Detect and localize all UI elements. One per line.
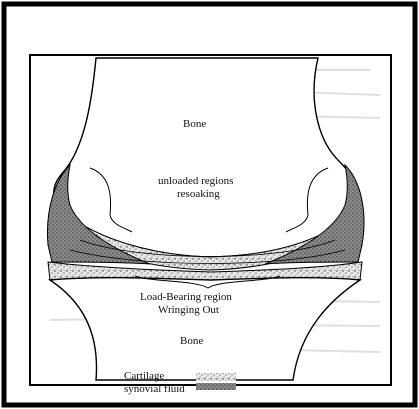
label-unloaded-line2: resoaking [177, 188, 220, 201]
label-bone-top: Bone [183, 118, 206, 131]
label-load-line2: Wringing Out [158, 304, 219, 317]
legend-cartilage-label: Cartilage [124, 370, 164, 383]
legend-fluid-swatch [196, 383, 236, 390]
legend-synovial-fluid-label: synovial fluid [124, 383, 185, 396]
label-unloaded-line1: unloaded regions [158, 175, 233, 188]
label-load-line1: Load-Bearing region [140, 291, 232, 304]
upper-bone [54, 58, 359, 257]
legend-cartilage-swatch [196, 373, 236, 381]
label-bone-bottom: Bone [180, 335, 203, 348]
